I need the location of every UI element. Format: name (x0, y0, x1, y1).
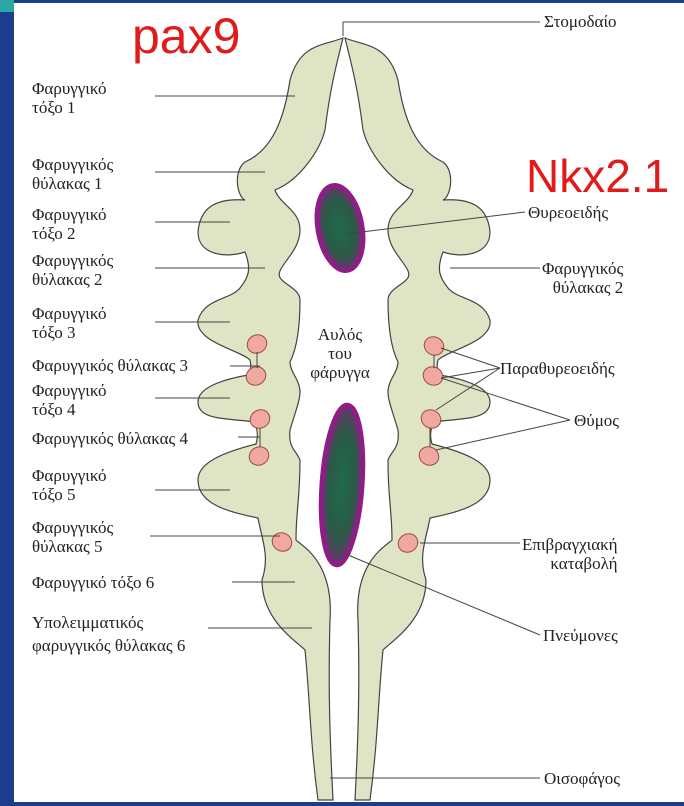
label-pouch-4: Φαρυγγικός θύλακας 4 (32, 429, 188, 448)
label-stomodeum: Στομοδαίο (544, 12, 617, 31)
label-arch-6: Φαρυγγικό τόξο 6 (32, 573, 154, 592)
right-pharyngeal-wall (345, 38, 490, 800)
label-thyroid: Θυρεοειδής (528, 203, 608, 222)
label-thymus: Θύμος (574, 411, 619, 430)
thyroid-primordium (311, 182, 369, 274)
pax9-label: pax9 (132, 10, 240, 62)
label-pouch-3: Φαρυγγικός θύλακας 3 (32, 356, 188, 375)
label-lungs: Πνεύμονες (543, 626, 618, 645)
left-pharyngeal-wall (198, 38, 343, 800)
label-esophagus: Οισοφάγος (544, 769, 620, 788)
nkx21-label: Nkx2.1 (526, 152, 669, 200)
lung-primordium (316, 404, 367, 566)
label-parathyroid: Παραθυρεοειδής (500, 359, 615, 378)
